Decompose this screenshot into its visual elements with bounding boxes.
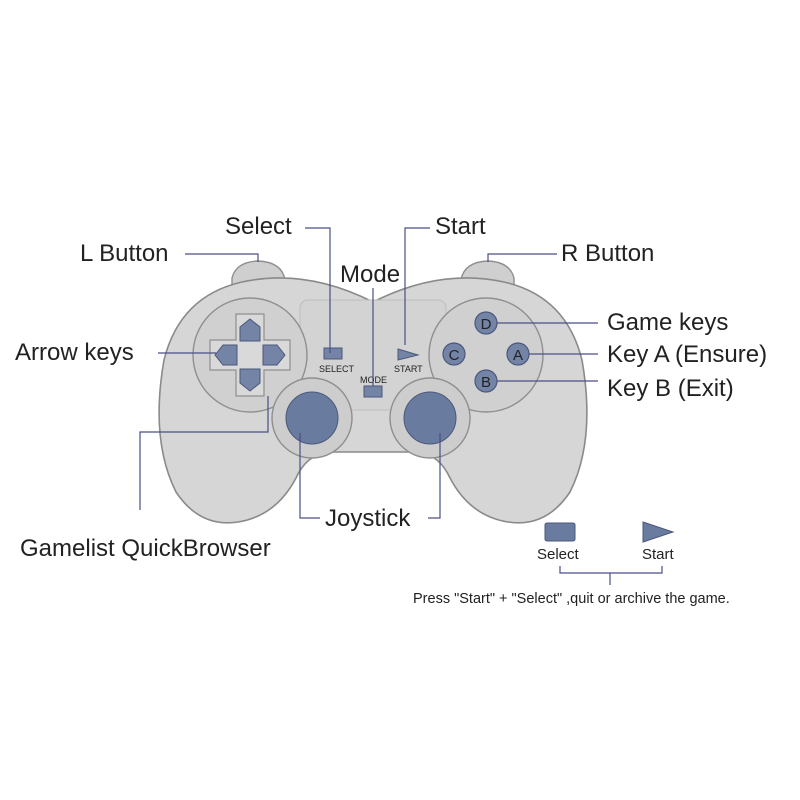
- callout-game-keys: Game keys: [607, 309, 728, 336]
- dpad[interactable]: [209, 313, 291, 397]
- callout-gamelist: Gamelist QuickBrowser: [20, 535, 271, 562]
- button-c[interactable]: [442, 342, 466, 366]
- legend-start-label: Start: [642, 546, 675, 563]
- dpad-left[interactable]: [214, 344, 238, 366]
- legend-start-icon: [642, 521, 675, 543]
- action-buttons[interactable]: D C A B: [442, 311, 530, 393]
- callout-joystick: Joystick: [325, 505, 411, 532]
- legend: Select Start Press "Start" + "Select" ,q…: [413, 521, 730, 607]
- callout-r-button: R Button: [561, 240, 654, 267]
- action-buttons-well: [428, 297, 544, 413]
- dpad-down[interactable]: [239, 368, 261, 392]
- callout-start: Start: [435, 213, 486, 240]
- callout-key-a: Key A (Ensure): [607, 341, 767, 368]
- legend-select-label: Select: [537, 546, 580, 563]
- callout-key-b: Key B (Exit): [607, 375, 734, 402]
- callout-l-button: L Button: [80, 240, 169, 267]
- left-joystick[interactable]: [285, 391, 339, 445]
- start-button[interactable]: [397, 348, 420, 361]
- callout-select: Select: [225, 213, 292, 240]
- legend-note: Press "Start" + "Select" ,quit or archiv…: [413, 591, 730, 607]
- dpad-up[interactable]: [239, 318, 261, 342]
- button-a-label: A: [513, 347, 523, 364]
- dpad-right[interactable]: [262, 344, 286, 366]
- button-d-label: D: [481, 316, 492, 333]
- legend-select-icon: [544, 522, 576, 542]
- start-button-label: START: [394, 364, 423, 374]
- mode-button[interactable]: [363, 385, 383, 398]
- callout-arrow-keys: Arrow keys: [15, 339, 134, 366]
- button-c-label: C: [449, 347, 460, 364]
- callout-mode: Mode: [340, 261, 400, 288]
- select-button[interactable]: [323, 347, 343, 360]
- button-b-label: B: [481, 374, 491, 391]
- callout-lines: [139, 227, 598, 519]
- right-joystick[interactable]: [403, 391, 457, 445]
- select-button-label: SELECT: [319, 364, 355, 374]
